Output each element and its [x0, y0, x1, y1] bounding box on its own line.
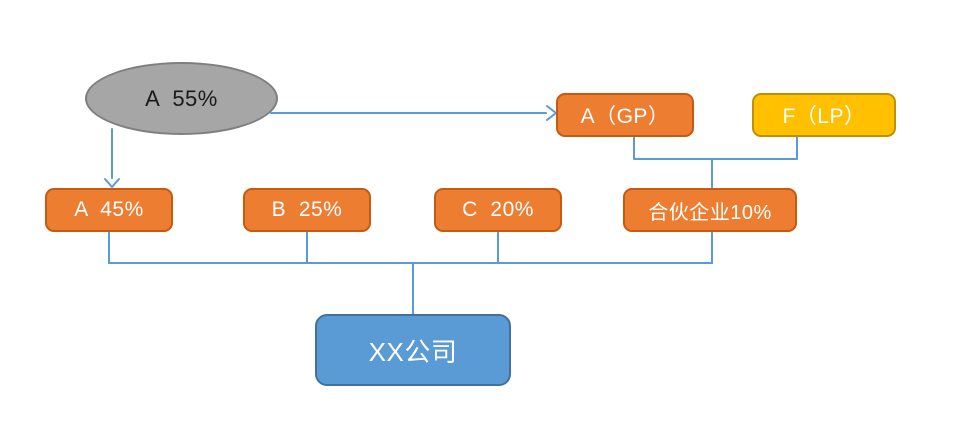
node-shareholder-a-label: A 55% [145, 85, 218, 111]
node-partnership[interactable]: 合伙企业10% [623, 188, 797, 232]
node-b-25-label: B 25% [271, 198, 343, 221]
node-a-45-label: A 45% [74, 198, 144, 221]
connector-arrowhead-down-icon [104, 178, 120, 188]
node-b-25[interactable]: B 25% [243, 188, 371, 232]
node-a-gp[interactable]: A（GP） [556, 93, 694, 137]
node-company[interactable]: XX公司 [315, 314, 511, 386]
node-partnership-label: 合伙企业10% [648, 201, 772, 224]
connector-arrowhead-right-icon [546, 105, 557, 121]
node-f-lp[interactable]: F（LP） [752, 93, 896, 137]
node-a-45[interactable]: A 45% [45, 188, 173, 232]
node-c-20[interactable]: C 20% [434, 188, 562, 232]
node-c-20-label: C 20% [462, 198, 534, 221]
edge-gp-lp-joiner [633, 136, 798, 160]
node-f-lp-label: F（LP） [782, 105, 866, 128]
node-shareholder-a[interactable]: A 55% [85, 62, 278, 135]
node-company-label: XX公司 [368, 336, 458, 367]
node-a-gp-label: A（GP） [580, 105, 670, 128]
